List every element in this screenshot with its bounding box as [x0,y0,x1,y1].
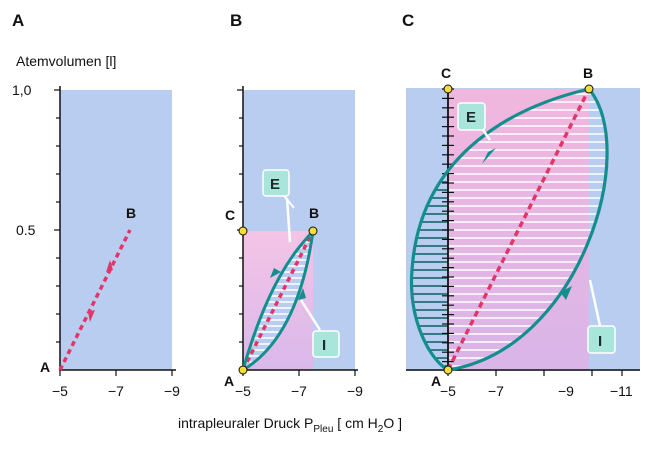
panel-c-label-e-text: E [466,109,476,126]
panel-b-expiration-arrow [270,268,281,278]
panel-b-letter: B [230,11,242,30]
panel-c-x-ticks [447,370,623,376]
y-axis-title: Atemvolumen [l] [16,53,116,69]
panel-b-x-ticks [242,370,356,376]
panel-a-x-tick-9: −9 [164,383,180,399]
panel-b-point-c-dot [238,226,248,236]
panel-a-x-tick-5: −5 [52,383,68,399]
panel-b-x-tick-7: −7 [291,383,307,399]
panel-b-label-i-text: I [322,337,326,354]
panel-b: B −5 −7 −9 A C [224,11,363,399]
x-axis-title: intrapleuraler Druck PPleu [ cm H2O ] [178,415,402,435]
panel-a-x-tick-7: −7 [108,383,124,399]
panel-b-x-tick-9: −9 [347,383,363,399]
panel-c-inspiration-curve [447,87,609,372]
panel-c: C −5 −7 −9 −11 A C B [402,11,640,399]
panel-c-expiration-curve [409,87,590,372]
panel-a-arrow-up [88,310,95,322]
panel-c-x-tick-5: −5 [440,383,456,399]
panel-a-dashed-line [58,229,132,371]
panel-c-point-b: B [583,65,593,81]
panel-c-inspiration-arrow [560,286,572,300]
panel-a-point-a: A [40,359,50,375]
panel-a-x-ticks [59,370,173,376]
panel-b-point-c: C [225,207,235,223]
panel-c-x-tick-11: −11 [610,383,633,399]
panel-c-expiration-arrow [482,148,496,164]
panel-b-x-tick-5: −5 [235,383,251,399]
panel-c-point-c: C [441,65,451,81]
panel-a-point-b: B [126,205,136,221]
panel-b-label-i: I [299,299,340,358]
panel-a: A Atemvolumen [l] 1,0 0.5 −5 −7 −9 A B [12,11,180,399]
panel-a-plot-area [60,90,172,370]
panel-b-inspiration-arrow [298,288,306,300]
panel-c-point-a-dot [443,365,453,375]
panel-b-label-e: E [262,169,295,243]
panel-b-point-a: A [224,373,234,389]
y-tick-1-0: 1,0 [12,82,32,98]
panel-c-label-e: E [457,102,492,141]
panel-c-letter: C [402,11,414,30]
panel-b-expiration-curve [241,230,315,371]
panel-b-label-e-text: E [270,176,280,193]
panel-c-y-ticks [442,88,454,363]
panel-c-point-a: A [431,373,441,389]
panel-c-x-tick-7: −7 [488,383,504,399]
panel-a-arrow-down [106,260,113,272]
panel-b-y-ticks [237,89,243,343]
panel-c-label-i-text: I [598,333,602,350]
panel-b-point-a-dot [238,365,248,375]
panel-b-dashed-line [241,230,315,371]
panel-a-letter: A [12,11,24,30]
panel-c-dashed-line [446,88,591,371]
panel-c-point-b-dot [584,84,594,94]
panel-c-point-c-dot [443,84,453,94]
y-tick-0-5: 0.5 [16,222,36,238]
panel-a-y-ticks [54,89,60,343]
panel-b-point-b: B [309,205,319,221]
panel-b-point-b-dot [308,226,318,236]
panel-c-label-i: I [587,279,616,354]
panel-c-x-tick-9: −9 [558,383,574,399]
panel-b-inspiration-curve [242,230,315,372]
